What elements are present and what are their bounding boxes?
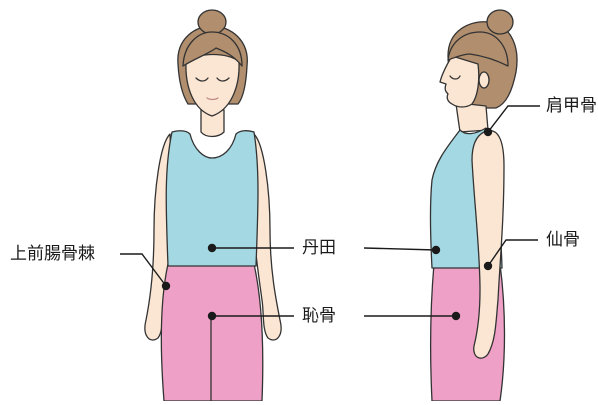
- front-face: [186, 55, 239, 117]
- label-sacrum: 仙骨: [546, 232, 580, 249]
- front-figure: [145, 10, 281, 401]
- label-pubis: 恥骨: [302, 308, 336, 325]
- side-neck: [456, 104, 488, 132]
- front-pants: [161, 264, 262, 401]
- label-dantian: 丹田: [302, 240, 336, 257]
- callout-line-scapula: [488, 106, 540, 132]
- label-asis: 上前腸骨棘: [10, 246, 95, 263]
- callout-line-dantian-right: [364, 248, 436, 250]
- side-figure: [431, 10, 517, 401]
- side-face: [440, 56, 479, 107]
- front-hair-bun: [198, 10, 226, 34]
- side-ear: [479, 72, 489, 88]
- side-hair-bun: [487, 10, 513, 34]
- label-scapula: 肩甲骨: [546, 98, 597, 115]
